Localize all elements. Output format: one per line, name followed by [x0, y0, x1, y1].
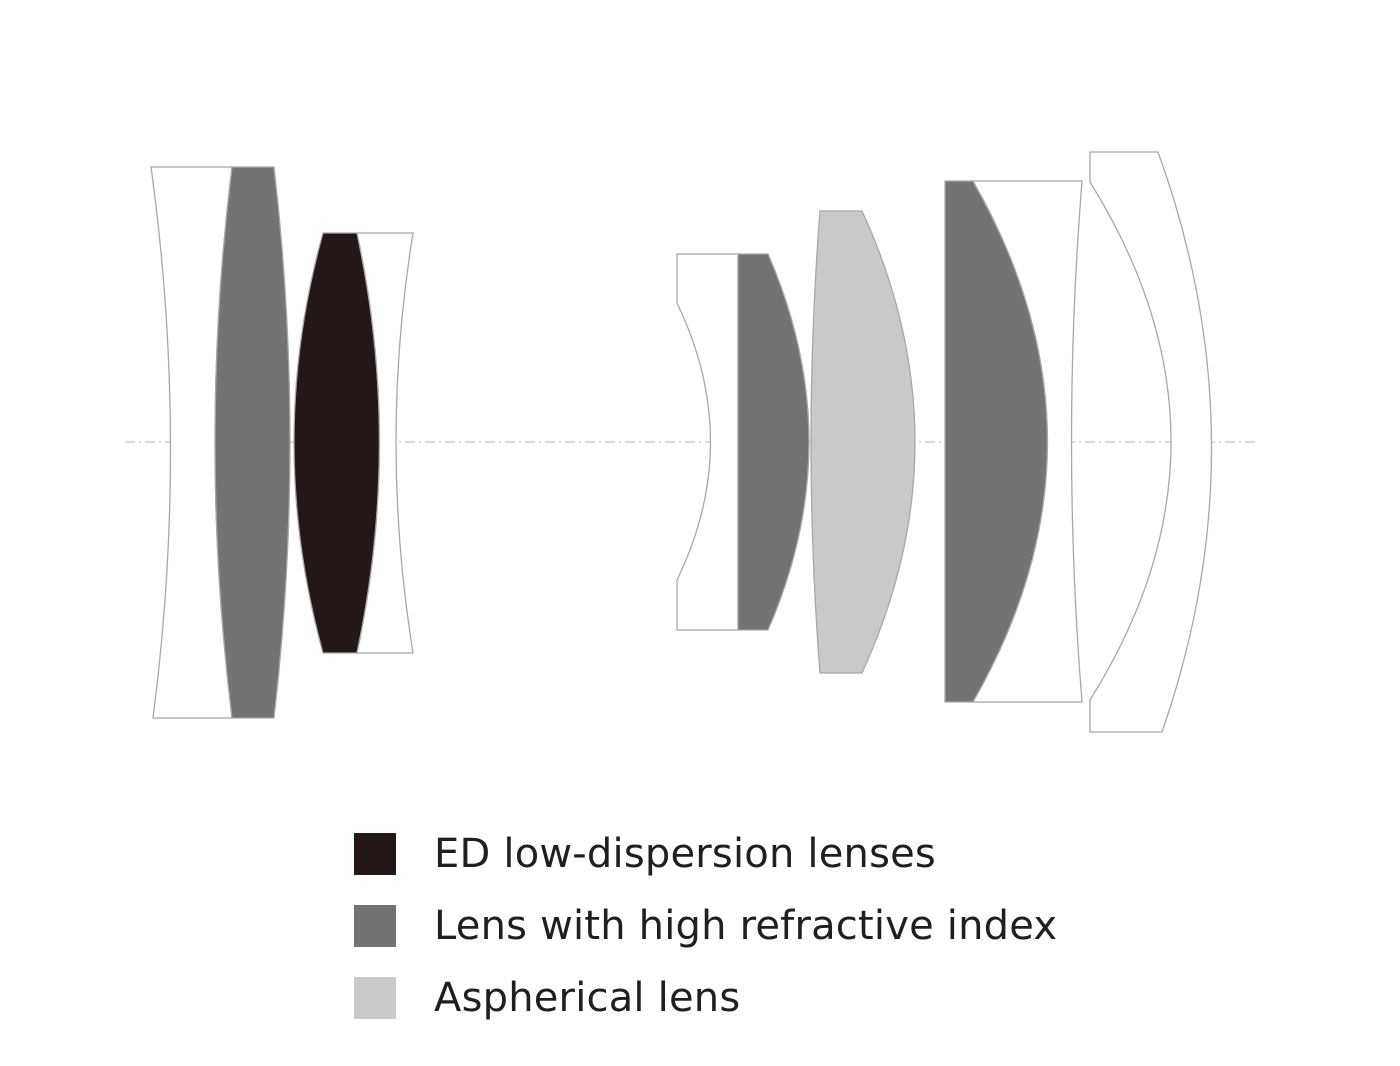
legend-label-high-refractive: Lens with high refractive index — [434, 903, 1058, 949]
legend-label-ed: ED low-dispersion lenses — [434, 831, 936, 877]
ed-lens-swatch-icon — [354, 833, 396, 875]
legend-item-ed: ED low-dispersion lenses — [354, 818, 1254, 890]
high-refractive-swatch-icon — [354, 905, 396, 947]
legend-item-high-refractive: Lens with high refractive index — [354, 890, 1254, 962]
lens-element-7 — [810, 210, 916, 674]
lens-element-9 — [971, 180, 1083, 703]
lens-element-10 — [1089, 151, 1213, 733]
legend: ED low-dispersion lenses Lens with high … — [354, 818, 1254, 1034]
lens-element-5 — [676, 253, 739, 631]
lens-element-4 — [356, 232, 414, 654]
aspherical-swatch-icon — [354, 977, 396, 1019]
legend-label-aspherical: Aspherical lens — [434, 975, 741, 1021]
legend-item-aspherical: Aspherical lens — [354, 962, 1254, 1034]
lens-diagram — [125, 151, 1255, 733]
lens-element-2 — [214, 166, 291, 719]
lens-element-6 — [737, 253, 810, 631]
lens-element-3 — [293, 232, 381, 654]
